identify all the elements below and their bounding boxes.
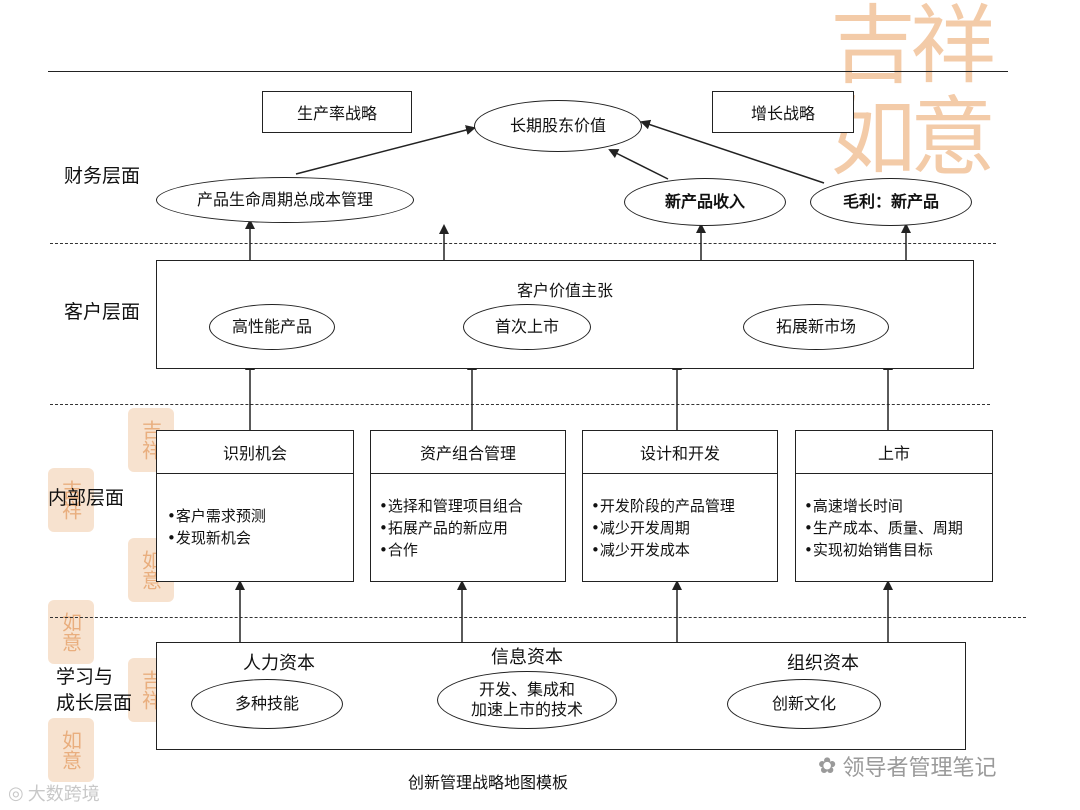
information-capital-label: 信息资本 — [491, 647, 563, 668]
internal-box-title: 资产组合管理 — [371, 431, 565, 474]
customer-item-ellipse: 首次上市 — [463, 304, 591, 350]
skills-ellipse: 多种技能 — [191, 679, 343, 729]
culture-label: 创新文化 — [771, 694, 836, 713]
productivity-strategy-label: 生产率战略 — [296, 104, 377, 123]
customer-item-label: 高性能产品 — [231, 317, 312, 336]
list-item: 高速增长时间 — [804, 495, 963, 517]
divider-financial-customer — [50, 243, 996, 244]
watermark-seal-small: 吉祥 — [48, 468, 94, 532]
layer-label-customer: 客户层面 — [64, 301, 141, 323]
watermark-seal-small: 如意 — [48, 718, 94, 782]
watermark-brand: ✿ 领导者管理笔记 — [818, 750, 996, 782]
diagram-caption: 创新管理战略地图模板 — [408, 773, 569, 792]
human-capital-label: 人力资本 — [243, 653, 315, 674]
source-logo-icon: ◎ — [8, 782, 24, 804]
productivity-strategy-box: 生产率战略 — [262, 91, 412, 133]
learning-growth-box: 人力资本 信息资本 组织资本 多种技能 开发、集成和 加速上市的技术 创新文化 — [156, 642, 966, 750]
list-item: 发现新机会 — [167, 527, 266, 549]
customer-item-label: 首次上市 — [494, 317, 559, 336]
internal-box-list: 客户需求预测 发现新机会 — [167, 505, 266, 549]
list-item: 实现初始销售目标 — [804, 539, 963, 561]
tech-ellipse: 开发、集成和 加速上市的技术 — [437, 671, 617, 729]
internal-box-list: 开发阶段的产品管理 减少开发周期 减少开发成本 — [591, 495, 735, 561]
shareholder-value-ellipse: 长期股东价值 — [474, 100, 642, 152]
lifecycle-cost-ellipse: 产品生命周期总成本管理 — [156, 177, 414, 223]
wechat-icon: ✿ — [818, 753, 837, 779]
gross-margin-label: 毛利：新产品 — [842, 192, 939, 211]
top-rule — [48, 71, 1008, 72]
list-item: 开发阶段的产品管理 — [591, 495, 735, 517]
divider-customer-internal — [50, 404, 990, 405]
customer-item-ellipse: 高性能产品 — [209, 304, 335, 350]
divider-internal-learning — [50, 617, 1026, 618]
list-item: 选择和管理项目组合 — [379, 495, 523, 517]
internal-box-title: 上市 — [796, 431, 992, 474]
list-item: 生产成本、质量、周期 — [804, 517, 963, 539]
tech-label: 开发、集成和 加速上市的技术 — [470, 680, 583, 719]
watermark-seal-large: 吉祥如意 — [830, 0, 996, 188]
internal-box-list: 高速增长时间 生产成本、质量、周期 实现初始销售目标 — [804, 495, 963, 561]
organization-capital-label: 组织资本 — [787, 653, 859, 674]
customer-item-ellipse: 拓展新市场 — [743, 304, 889, 350]
layer-label-learning: 学习与 成长层面 — [56, 666, 133, 714]
internal-box-list: 选择和管理项目组合 拓展产品的新应用 合作 — [379, 495, 523, 561]
internal-box-title: 设计和开发 — [583, 431, 777, 474]
culture-ellipse: 创新文化 — [727, 679, 881, 729]
internal-box-portfolio: 资产组合管理 选择和管理项目组合 拓展产品的新应用 合作 — [370, 430, 566, 582]
list-item: 减少开发周期 — [591, 517, 735, 539]
customer-value-box: 客户价值主张 高性能产品 首次上市 拓展新市场 — [156, 260, 974, 369]
layer-label-internal: 内部层面 — [48, 487, 125, 509]
list-item: 减少开发成本 — [591, 539, 735, 561]
new-product-revenue-ellipse: 新产品收入 — [624, 178, 786, 226]
watermark-brand-text: 领导者管理笔记 — [842, 756, 997, 781]
customer-item-label: 拓展新市场 — [775, 317, 856, 336]
internal-box-identify: 识别机会 客户需求预测 发现新机会 — [156, 430, 354, 582]
growth-strategy-box: 增长战略 — [712, 91, 854, 133]
internal-box-launch: 上市 高速增长时间 生产成本、质量、周期 实现初始销售目标 — [795, 430, 993, 582]
gross-margin-ellipse: 毛利：新产品 — [810, 178, 972, 226]
watermark-source-text: 大数跨境 — [27, 784, 100, 805]
watermark-seal-small: 如意 — [48, 600, 94, 664]
list-item: 客户需求预测 — [167, 505, 266, 527]
value-proposition-title: 客户价值主张 — [516, 281, 613, 300]
skills-label: 多种技能 — [234, 694, 299, 713]
internal-box-title: 识别机会 — [157, 431, 353, 474]
list-item: 拓展产品的新应用 — [379, 517, 523, 539]
new-product-revenue-label: 新产品收入 — [664, 192, 745, 211]
list-item: 合作 — [379, 539, 523, 561]
growth-strategy-label: 增长战略 — [750, 104, 815, 123]
internal-box-design: 设计和开发 开发阶段的产品管理 减少开发周期 减少开发成本 — [582, 430, 778, 582]
lifecycle-cost-label: 产品生命周期总成本管理 — [196, 190, 373, 209]
watermark-source: ◎ 大数跨境 — [8, 780, 100, 806]
shareholder-value-label: 长期股东价值 — [509, 116, 606, 135]
layer-label-financial: 财务层面 — [64, 165, 141, 187]
